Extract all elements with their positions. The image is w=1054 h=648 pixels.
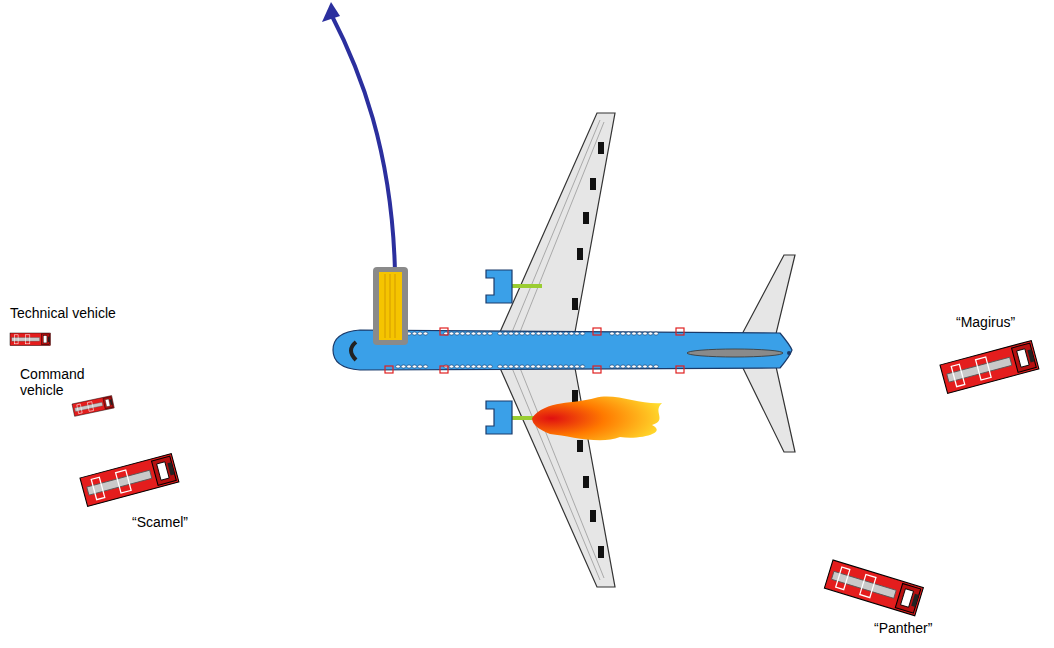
fire-truck — [940, 341, 1039, 394]
fin — [687, 349, 783, 357]
cockpit — [351, 342, 356, 360]
vehicle-label: “Scamel” — [132, 514, 188, 530]
vehicle-label: Command vehicle — [20, 366, 100, 398]
stabilizer — [740, 255, 795, 338]
command-vehicle — [72, 396, 114, 417]
technical-vehicle — [10, 333, 51, 346]
escape-slide — [379, 272, 402, 340]
vehicle-label: Technical vehicle — [10, 305, 116, 321]
wing — [500, 113, 615, 332]
engine — [486, 270, 512, 303]
arrow-head — [322, 2, 340, 22]
engine — [486, 401, 512, 434]
fire-truck — [80, 454, 179, 507]
vehicle-label: “Magirus” — [956, 314, 1015, 330]
stabilizer — [740, 362, 795, 452]
vehicle-label: “Panther” — [874, 620, 932, 636]
escape-slide — [373, 267, 408, 345]
fire-truck — [824, 560, 923, 616]
escape-arrow — [331, 14, 395, 272]
engine-fire — [532, 396, 662, 440]
